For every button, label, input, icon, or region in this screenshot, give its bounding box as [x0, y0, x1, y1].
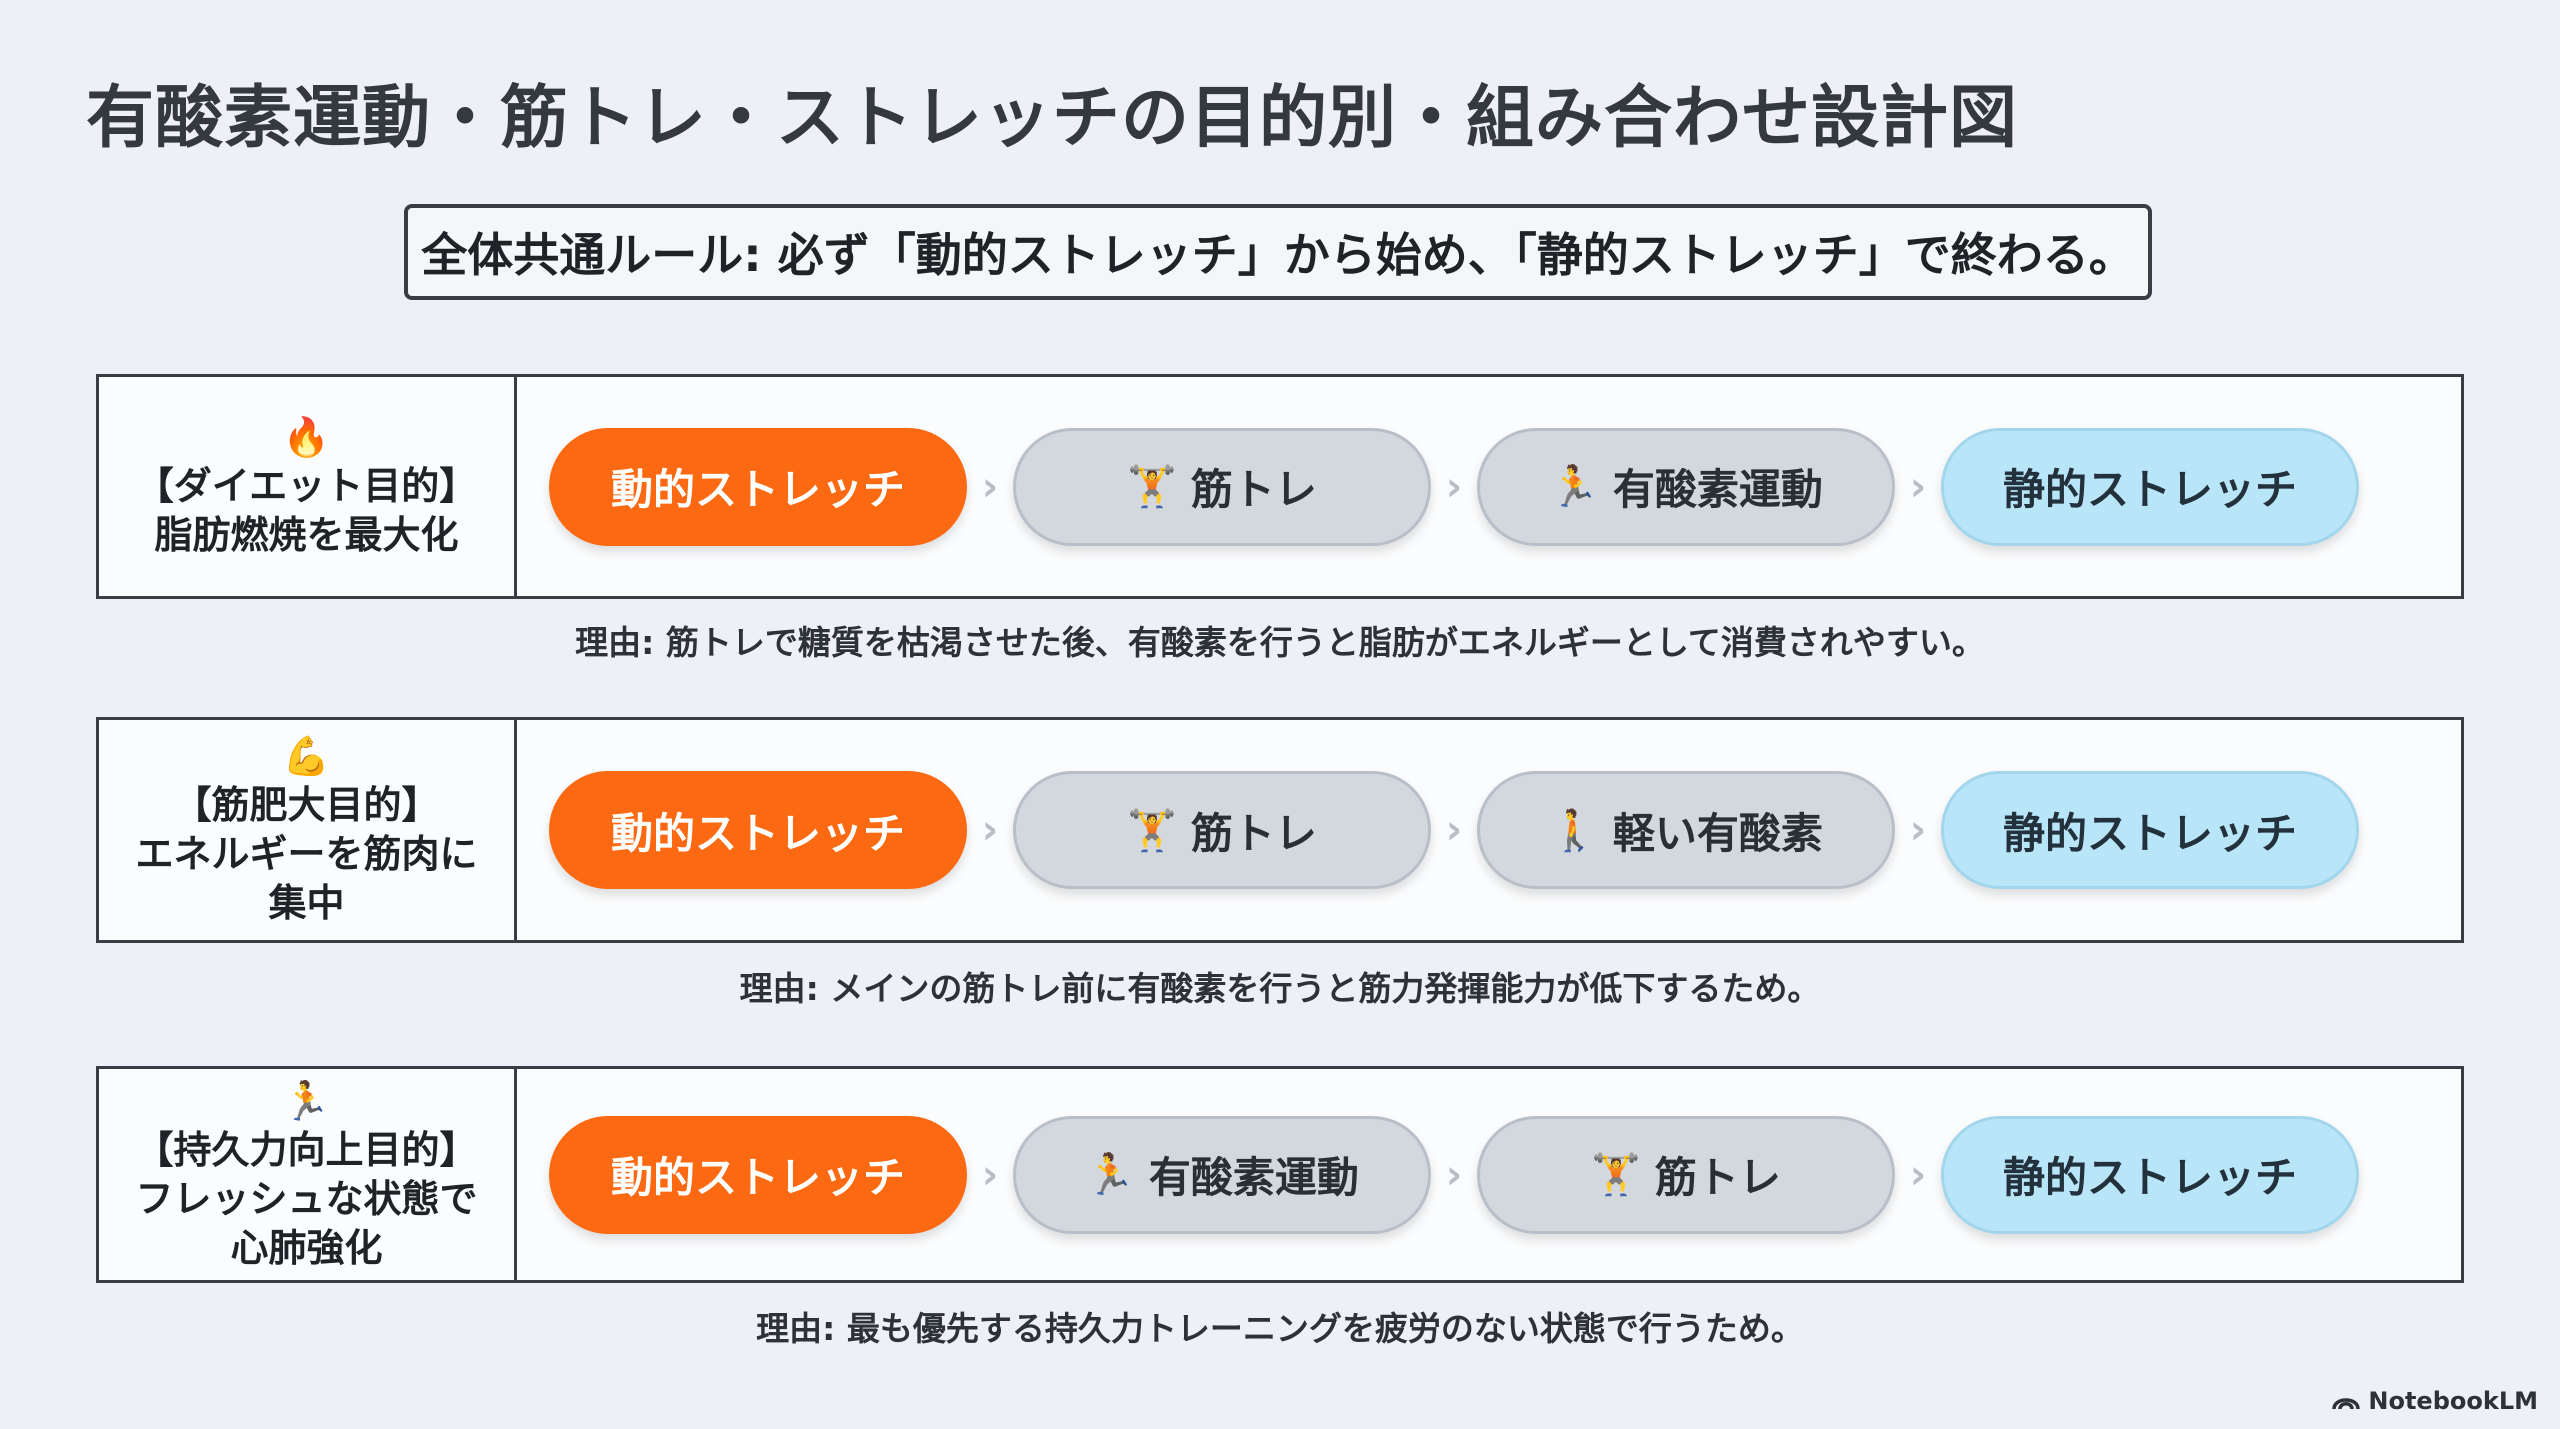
goal-title: 【持久力向上目的】 — [135, 1127, 478, 1172]
goal-subtitle: エネルギーを筋肉に — [135, 832, 478, 876]
reason-text: 理由: 筋トレで糖質を枯渇させた後、有酸素を行うと脂肪がエネルギーとして消費され… — [575, 623, 1985, 662]
notebooklm-logo-icon — [2332, 1398, 2361, 1410]
step-dynamic-stretch: 動的ストレッチ — [549, 427, 967, 546]
step-label: 筋トレ — [1190, 465, 1317, 514]
step-label: 筋トレ — [1190, 808, 1317, 858]
step-strength-training: 🏋 筋トレ — [1013, 427, 1431, 546]
step-flow: 動的ストレッチ › 🏋 筋トレ › 🚶 軽い有酸素 › 静的ストレッチ — [517, 720, 2461, 940]
step-label: 軽い有酸素 — [1612, 808, 1823, 858]
goal-label-cell: 💪 【筋肥大目的】 エネルギーを筋肉に 集中 — [99, 720, 517, 940]
reason-text: 理由: 最も優先する持久力トレーニングを疲労のない状態で行うため。 — [756, 1309, 1804, 1348]
step-label: 動的ストレッチ — [610, 808, 905, 858]
weightlifter-icon: 🏋 — [1127, 464, 1177, 510]
step-label: 筋トレ — [1654, 1153, 1781, 1202]
step-dynamic-stretch: 動的ストレッチ — [549, 1115, 967, 1234]
common-rule-box: 全体共通ルール: 必ず「動的ストレッチ」から始め、「静的ストレッチ」で終わる。 — [404, 204, 2152, 300]
chevron-right-icon: › — [981, 807, 999, 853]
walker-icon: 🚶 — [1549, 807, 1599, 854]
step-label: 有酸素運動 — [1148, 1153, 1359, 1202]
chevron-right-icon: › — [1445, 807, 1463, 853]
step-label: 静的ストレッチ — [2002, 1153, 2297, 1202]
step-label: 静的ストレッチ — [2002, 808, 2297, 858]
brand-watermark: NotebookLM — [2332, 1387, 2538, 1415]
step-flow: 動的ストレッチ › 🏃 有酸素運動 › 🏋 筋トレ › 静的ストレッチ — [517, 1069, 2461, 1280]
step-dynamic-stretch: 動的ストレッチ — [549, 771, 967, 889]
step-flow: 動的ストレッチ › 🏋 筋トレ › 🏃 有酸素運動 › 静的ストレッチ — [517, 377, 2461, 596]
step-static-stretch: 静的ストレッチ — [1941, 1115, 2359, 1234]
chevron-right-icon: › — [981, 1151, 999, 1198]
step-static-stretch: 静的ストレッチ — [1941, 771, 2359, 889]
step-light-aerobic: 🚶 軽い有酸素 — [1477, 771, 1895, 889]
chevron-right-icon: › — [1445, 1151, 1463, 1198]
goal-title: 【筋肥大目的】 — [173, 783, 440, 827]
reason-text: 理由: メインの筋トレ前に有酸素を行うと筋力発揮能力が低下するため。 — [739, 969, 1821, 1008]
step-aerobic-exercise: 🏃 有酸素運動 — [1477, 427, 1895, 546]
weightlifter-icon: 🏋 — [1127, 807, 1177, 854]
step-strength-training: 🏋 筋トレ — [1013, 771, 1431, 889]
goal-label-cell: 🏃【持久力向上目的】 フレッシュな状態で 心肺強化 — [99, 1069, 517, 1280]
goal-row-hypertrophy: 💪 【筋肥大目的】 エネルギーを筋肉に 集中 動的ストレッチ › 🏋 筋トレ › 🚶… — [96, 717, 2464, 943]
goal-subtitle: 集中 — [268, 881, 345, 925]
chevron-right-icon: › — [1445, 463, 1463, 510]
chevron-right-icon: › — [1909, 463, 1927, 510]
page-title: 有酸素運動・筋トレ・ストレッチの目的別・組み合わせ設計図 — [86, 79, 2019, 158]
chevron-right-icon: › — [981, 463, 999, 510]
goal-subtitle: フレッシュな状態で — [135, 1176, 478, 1221]
step-label: 有酸素運動 — [1612, 465, 1823, 514]
step-label: 動的ストレッチ — [610, 1153, 905, 1202]
goal-label-cell: 🔥 【ダイエット目的】 脂肪燃焼を最大化 — [99, 377, 517, 596]
runner-icon: 🏃 — [282, 1078, 331, 1123]
step-strength-training: 🏋 筋トレ — [1477, 1115, 1895, 1234]
runner-icon: 🏃 — [1085, 1152, 1135, 1198]
goal-subtitle: 心肺強化 — [230, 1225, 383, 1270]
runner-icon: 🏃 — [1549, 464, 1599, 510]
weightlifter-icon: 🏋 — [1591, 1152, 1641, 1198]
chevron-right-icon: › — [1909, 807, 1927, 853]
goal-subtitle: 脂肪燃焼を最大化 — [154, 513, 459, 557]
step-label: 静的ストレッチ — [2002, 465, 2297, 514]
fire-icon: 🔥 — [282, 415, 331, 459]
brand-name: NotebookLM — [2368, 1387, 2538, 1415]
goal-title: 【ダイエット目的】 — [135, 464, 478, 508]
common-rule-text: 全体共通ルール: 必ず「動的ストレッチ」から始め、「静的ストレッチ」で終わる。 — [421, 228, 2135, 282]
step-label: 動的ストレッチ — [610, 465, 905, 514]
chevron-right-icon: › — [1909, 1151, 1927, 1198]
flexed-biceps-icon: 💪 — [282, 734, 331, 778]
goal-row-endurance: 🏃【持久力向上目的】 フレッシュな状態で 心肺強化 動的ストレッチ › 🏃有酸素… — [96, 1066, 2464, 1283]
step-aerobic-exercise: 🏃 有酸素運動 — [1013, 1115, 1431, 1234]
goal-row-diet: 🔥 【ダイエット目的】 脂肪燃焼を最大化 動的ストレッチ › 🏋 筋トレ › 🏃 有酸… — [96, 374, 2464, 599]
step-static-stretch: 静的ストレッチ — [1941, 427, 2359, 546]
